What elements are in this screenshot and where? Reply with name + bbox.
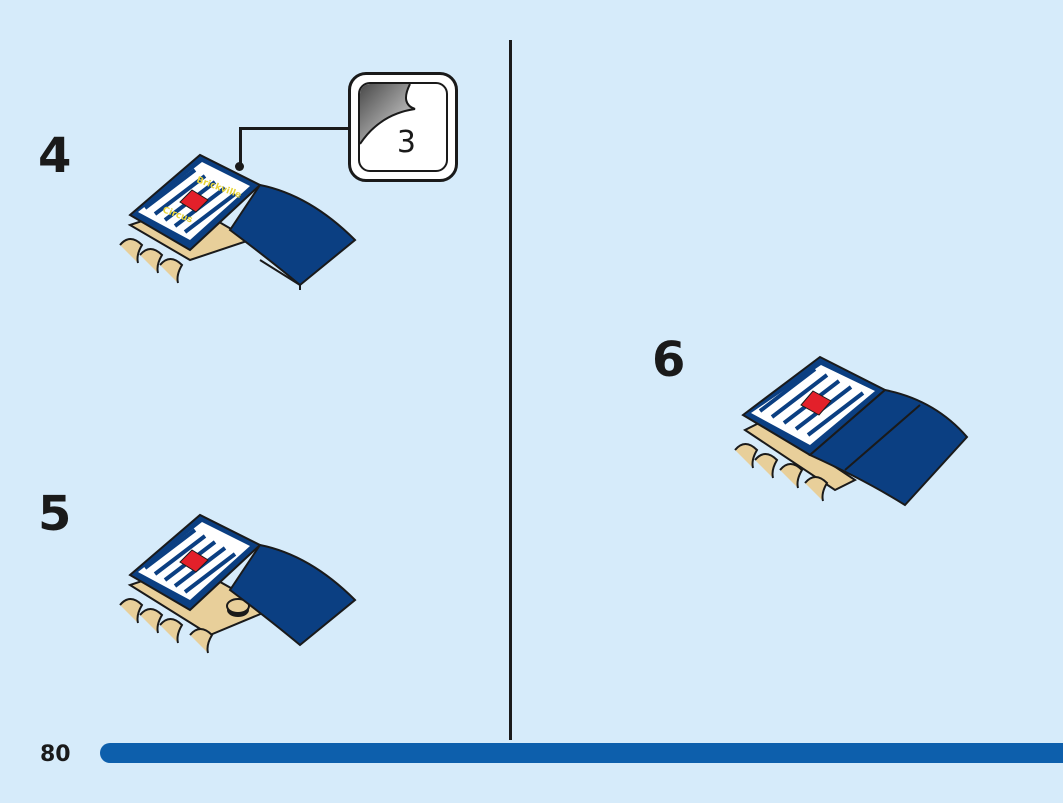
step-6-model [734,355,969,507]
sticker-tile [128,513,262,612]
callout-leader-dot [235,162,244,171]
step-5-model [119,513,357,654]
curved-slope [228,183,357,290]
curved-slope-pair [808,388,969,507]
sticker-callout: 3 [348,72,458,182]
callout-leader-vertical [239,127,242,165]
sticker-peel-icon [360,84,416,145]
step-divider [509,40,512,740]
sticker-callout-inner: 3 [358,82,448,172]
callout-leader-horizontal [239,127,350,130]
step-number-4: 4 [38,128,72,184]
page-progress-bar [100,743,1063,763]
sticker-tile: Brickville Circus [128,153,262,252]
step-number-6: 6 [652,332,686,388]
step-4-model: Brickville Circus [119,153,357,290]
curved-slope [228,543,357,647]
sticker-tile [741,355,887,457]
page-number: 80 [40,742,71,767]
sticker-number: 3 [396,125,416,160]
step-number-5: 5 [38,486,72,542]
